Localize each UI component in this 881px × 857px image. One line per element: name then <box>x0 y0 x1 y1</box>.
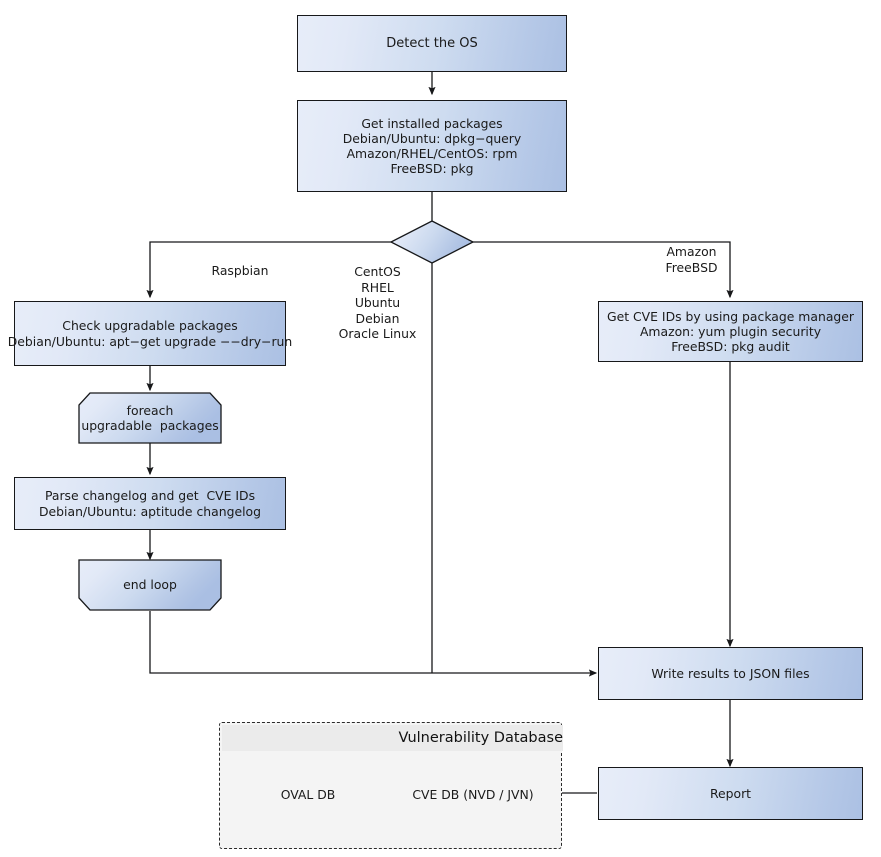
edge-decision-right <box>472 241 734 299</box>
edge-decision-left <box>146 241 392 299</box>
cve-db-label: CVE DB (NVD / JVN) <box>412 787 534 802</box>
vulnerability-database-title: Vulnerability Database <box>222 725 563 751</box>
node-foreach-label[interactable]: foreach upgradable packages <box>81 402 219 433</box>
node-check-upgradable-packages[interactable]: Check upgradable packages Debian/Ubuntu:… <box>8 301 292 366</box>
node-endloop-label[interactable]: end loop <box>123 577 177 593</box>
oval-db-label: OVAL DB <box>280 787 336 802</box>
foreach-shape <box>78 392 222 444</box>
node-get-cve-ids[interactable]: Get CVE IDs by using package manager Ama… <box>598 301 863 362</box>
node-detect-os[interactable]: Detect the OS <box>297 15 567 72</box>
node-report[interactable]: Report <box>598 767 863 820</box>
decision-diamond <box>389 220 475 264</box>
edge-label-raspbian: Raspbian <box>211 263 269 278</box>
edge-label-center-distros: CentOS RHEL Ubuntu Debian Oracle Linux <box>338 264 417 341</box>
node-parse-changelog[interactable]: Parse changelog and get CVE IDs Debian/U… <box>14 477 286 530</box>
edge-endloop-to-write <box>149 611 598 677</box>
endloop-shape <box>78 559 222 611</box>
edge-label-amazon-freebsd: Amazon FreeBSD <box>665 244 718 275</box>
node-get-installed-packages[interactable]: Get installed packages Debian/Ubuntu: dp… <box>297 100 567 192</box>
node-write-results[interactable]: Write results to JSON files <box>598 647 863 700</box>
